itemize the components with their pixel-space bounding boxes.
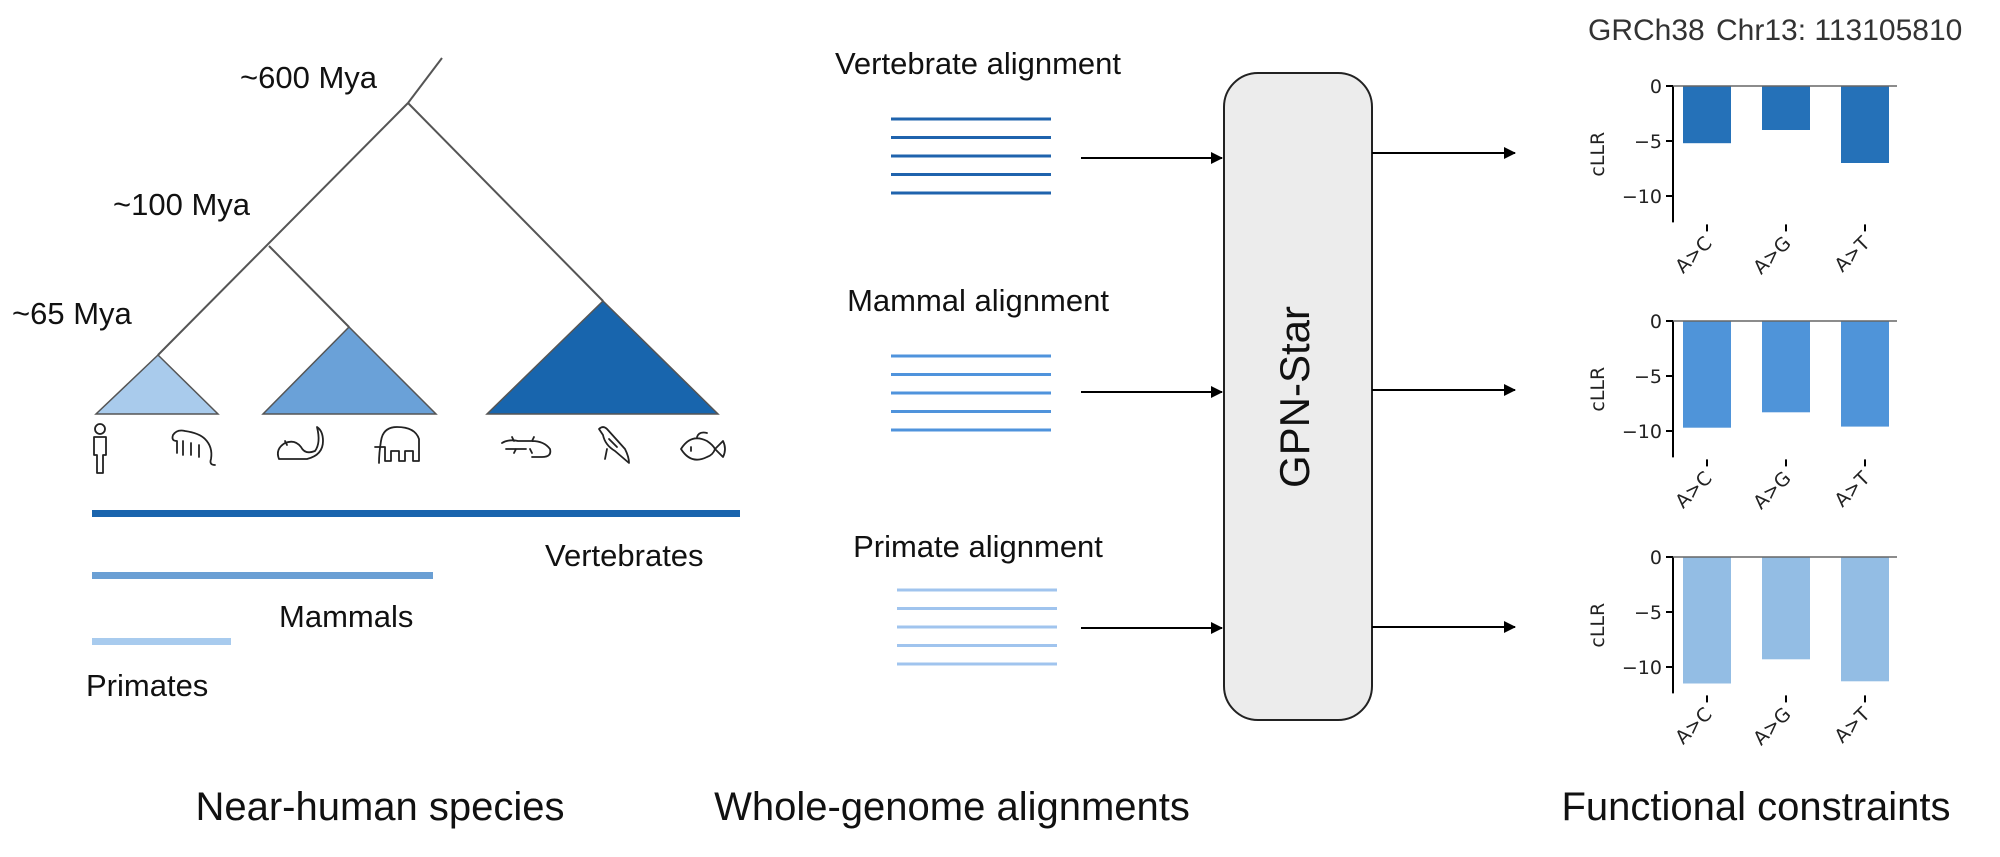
section-title-constraints: Functional constraints bbox=[1561, 785, 1950, 829]
y-tick-label: −10 bbox=[1622, 657, 1662, 679]
bar-A>G bbox=[1762, 321, 1810, 413]
human-icon bbox=[93, 423, 107, 474]
mammal-branch bbox=[268, 245, 350, 328]
x-tick-label: A>C bbox=[1671, 703, 1716, 748]
age-label-65: ~65 Mya bbox=[12, 296, 133, 331]
monkey-icon bbox=[171, 429, 216, 466]
cllr-bar-chart: 0 −5 −10 cLLR A>C A>G A>T bbox=[1587, 311, 1897, 514]
y-tick-label: −5 bbox=[1634, 366, 1662, 388]
mammals-label: Mammals bbox=[279, 599, 413, 634]
lizard-icon bbox=[501, 436, 552, 458]
mammal-alignment-label: Mammal alignment bbox=[847, 283, 1109, 318]
y-tick-label: −5 bbox=[1634, 131, 1662, 153]
x-tick-label: A>C bbox=[1671, 232, 1716, 277]
root-branch bbox=[407, 57, 443, 104]
alignment-lines bbox=[891, 117, 1051, 195]
locus-label: Chr13: 113105810 bbox=[1716, 14, 1962, 47]
x-tick-label: A>T bbox=[1830, 467, 1874, 511]
y-tick-label: −5 bbox=[1634, 602, 1662, 624]
rodent-icon bbox=[276, 426, 324, 460]
bar-A>C bbox=[1683, 321, 1731, 428]
alignment-lines bbox=[891, 354, 1051, 432]
vertebrates-label: Vertebrates bbox=[545, 538, 704, 573]
x-tick-label: A>T bbox=[1830, 703, 1874, 747]
bar-A>T bbox=[1841, 86, 1889, 163]
x-tick-label: A>T bbox=[1830, 232, 1874, 276]
phylogenetic-tree bbox=[157, 57, 604, 356]
gpn-star-label: GPN-Star bbox=[1271, 306, 1318, 488]
genome-label: GRCh38 bbox=[1588, 14, 1705, 47]
bar-A>G bbox=[1762, 86, 1810, 130]
age-label-600: ~600 Mya bbox=[240, 60, 378, 95]
section-title-alignments: Whole-genome alignments bbox=[714, 785, 1190, 829]
primates-bar bbox=[92, 638, 231, 645]
fish-icon bbox=[680, 431, 726, 461]
elephant-icon bbox=[374, 426, 420, 464]
bar-A>C bbox=[1683, 86, 1731, 144]
y-tick-label: −10 bbox=[1622, 421, 1662, 443]
vertebrate-alignment-label: Vertebrate alignment bbox=[835, 46, 1121, 81]
primate-clade-triangle bbox=[94, 353, 220, 415]
section-title-species: Near-human species bbox=[195, 785, 564, 829]
left-branch bbox=[157, 102, 409, 356]
y-tick-label: 0 bbox=[1650, 311, 1662, 333]
x-tick-label: A>G bbox=[1749, 232, 1795, 278]
primate-alignment-label: Primate alignment bbox=[853, 529, 1103, 564]
bar-A>T bbox=[1841, 321, 1889, 427]
age-label-100: ~100 Mya bbox=[113, 187, 251, 222]
alignment-lines bbox=[897, 588, 1057, 666]
bird-icon bbox=[598, 426, 630, 464]
cllr-bar-chart: 0 −5 −10 cLLR A>C A>G A>T bbox=[1587, 76, 1897, 279]
mammal-clade-triangle bbox=[261, 325, 438, 415]
x-tick-label: A>G bbox=[1749, 703, 1795, 749]
y-tick-label: 0 bbox=[1650, 76, 1662, 98]
gpn-star-model-box bbox=[1223, 72, 1373, 721]
bar-A>T bbox=[1841, 557, 1889, 682]
y-axis-label: cLLR bbox=[1587, 603, 1609, 648]
vertebrate-clade-triangle bbox=[485, 299, 720, 415]
y-axis-label: cLLR bbox=[1587, 367, 1609, 412]
primates-label: Primates bbox=[86, 668, 208, 703]
vertebrate-branch bbox=[407, 102, 604, 302]
y-tick-label: 0 bbox=[1650, 547, 1662, 569]
x-tick-label: A>C bbox=[1671, 467, 1716, 512]
bar-A>G bbox=[1762, 557, 1810, 660]
mammals-bar bbox=[92, 572, 433, 579]
x-tick-label: A>G bbox=[1749, 467, 1795, 513]
cllr-bar-chart: 0 −5 −10 cLLR A>C A>G A>T bbox=[1587, 547, 1897, 750]
y-tick-label: −10 bbox=[1622, 186, 1662, 208]
vertebrates-bar bbox=[92, 510, 740, 517]
bar-A>C bbox=[1683, 557, 1731, 684]
y-axis-label: cLLR bbox=[1587, 132, 1609, 177]
